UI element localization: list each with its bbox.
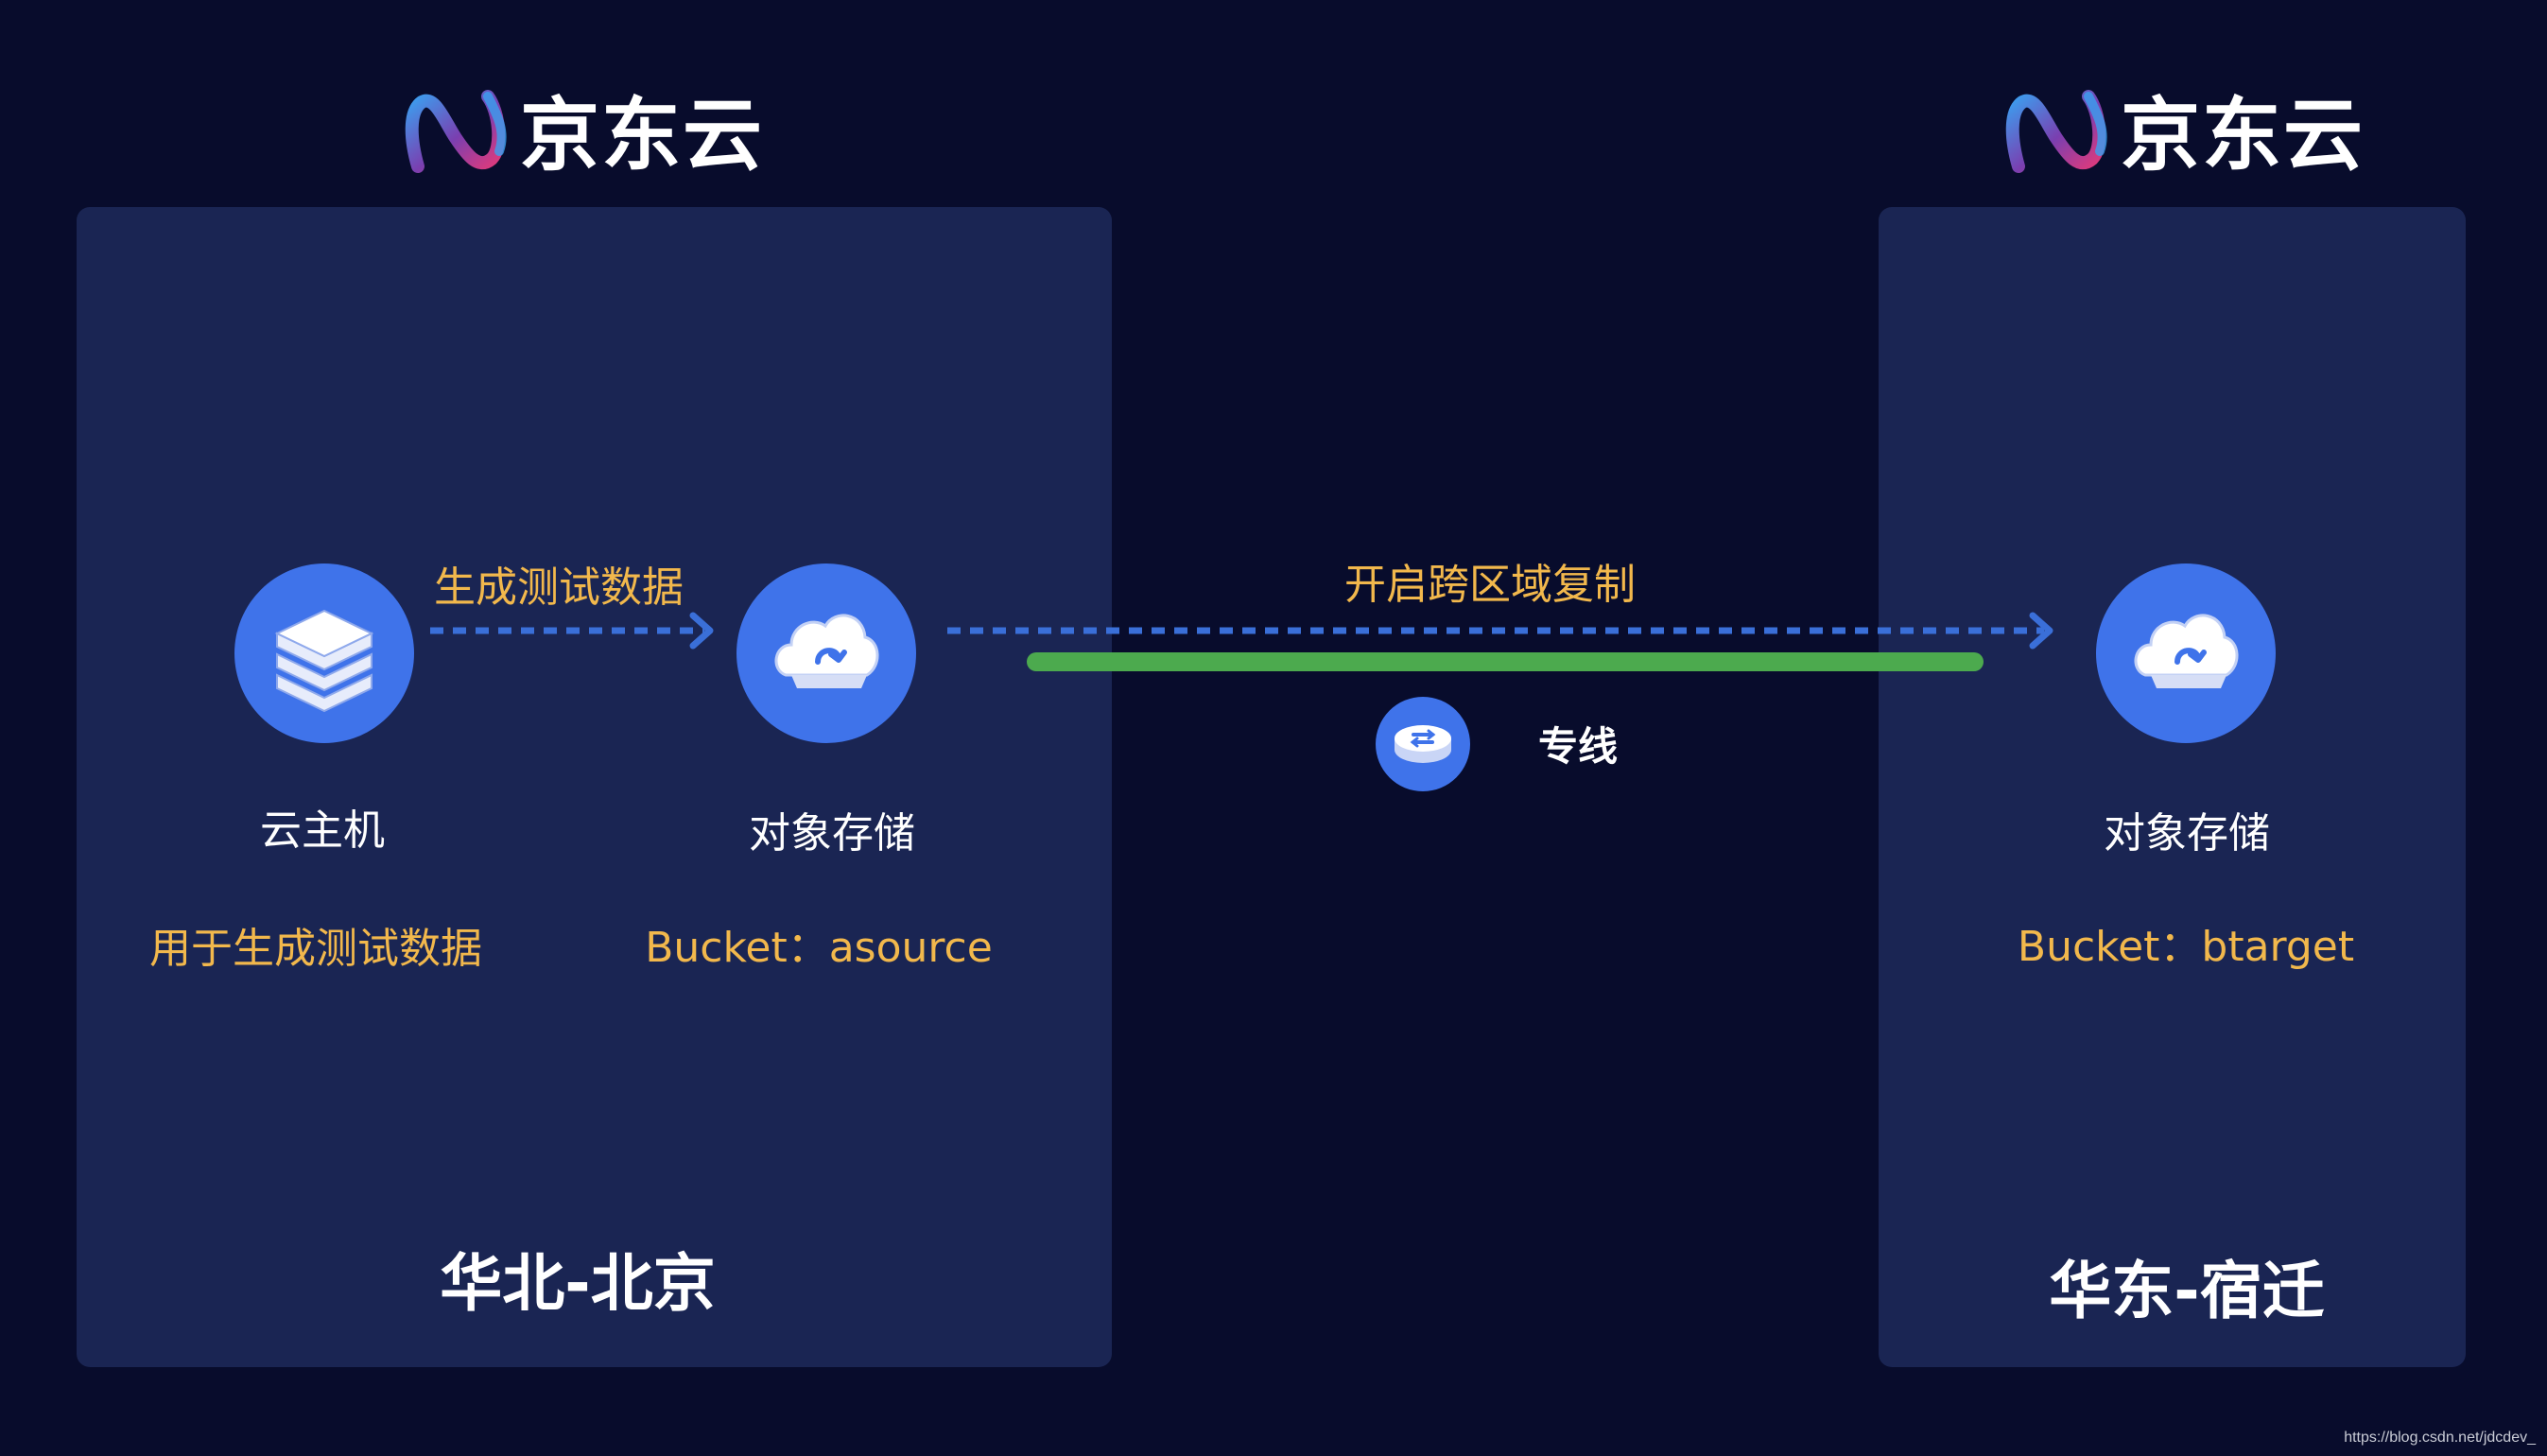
brand-name: 京东云 [2121, 89, 2365, 182]
cloud-storage-icon [736, 563, 916, 743]
replicate-arrow-head [2029, 612, 2053, 650]
dedicated-line-icon [1376, 697, 1470, 791]
server-stack-icon [234, 563, 414, 743]
brand-mark-icon [405, 90, 507, 173]
brand-logo: 京东云 [401, 83, 764, 187]
watermark: https://blog.csdn.net/jdcdev_ [2344, 1430, 2536, 1446]
brand-logo: 京东云 [2001, 83, 2365, 187]
region-panel-beijing [77, 207, 1112, 1367]
generate-arrow-head [689, 612, 714, 650]
region-name-suqian: 华东-宿迁 [2049, 1255, 2325, 1327]
edge-label-dedicated-line: 专线 [1538, 723, 1619, 770]
node-note-oss-left: Bucket：asource [645, 924, 993, 972]
node-note-vm: 用于生成测试数据 [149, 925, 482, 973]
brand-mark-icon [2005, 90, 2107, 173]
node-label-oss-right: 对象存储 [2104, 809, 2270, 858]
edge-label-generate: 生成测试数据 [434, 563, 684, 612]
brand-name: 京东云 [520, 89, 765, 182]
region-name-beijing: 华北-北京 [440, 1247, 716, 1320]
edge-label-replicate: 开启跨区域复制 [1344, 561, 1636, 609]
node-label-oss-left: 对象存储 [749, 809, 915, 858]
node-label-vm: 云主机 [260, 806, 385, 855]
node-note-oss-right: Bucket：btarget [2017, 923, 2355, 971]
region-panel-suqian [1879, 207, 2466, 1367]
cloud-storage-icon [2096, 563, 2276, 743]
